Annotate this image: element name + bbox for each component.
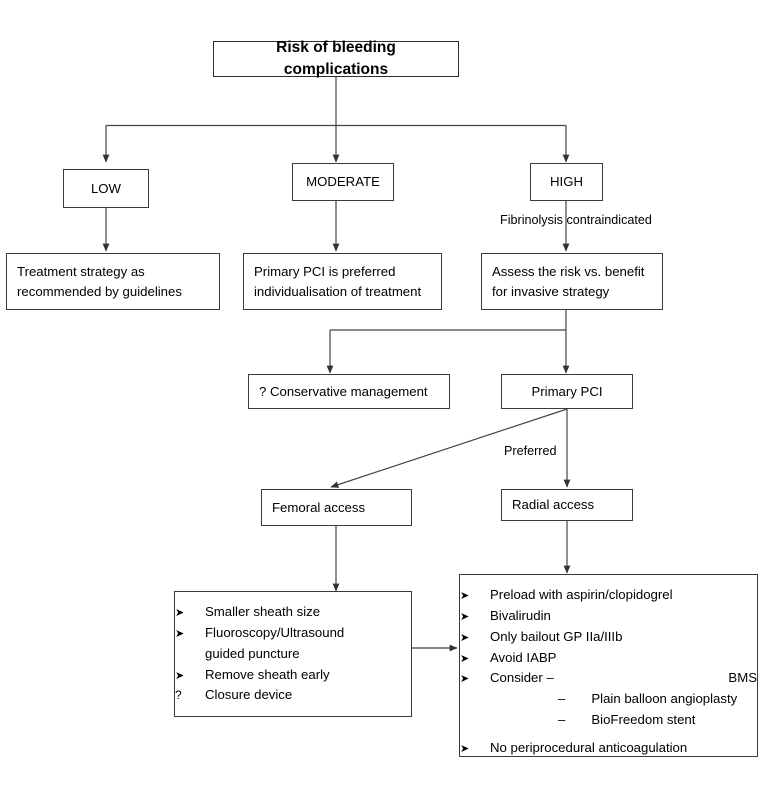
list-item-label: Avoid IABP bbox=[490, 649, 557, 665]
list-item: ➤ Remove sheath early bbox=[175, 665, 411, 686]
arrow-bullet-icon: ➤ bbox=[460, 609, 470, 623]
question-bullet-icon: ? bbox=[175, 688, 182, 703]
node-femoral-access-measures: ➤ Smaller sheath size ➤ Fluoroscopy/Ultr… bbox=[174, 591, 412, 717]
radial-measures-list: ➤ Preload with aspirin/clopidogrel ➤ Biv… bbox=[460, 585, 757, 759]
arrow-bullet-icon: ➤ bbox=[460, 630, 470, 644]
node-primary-pci-preferred: Primary PCI is preferred individualisati… bbox=[243, 253, 442, 310]
list-item: ? Closure device bbox=[175, 685, 411, 706]
list-item-label: Remove sheath early bbox=[205, 666, 330, 682]
node-label: Assess the risk vs. benefit for invasive… bbox=[492, 264, 645, 299]
node-assess-risk-benefit: Assess the risk vs. benefit for invasive… bbox=[481, 253, 663, 310]
list-item-label: No periprocedural anticoagulation bbox=[490, 740, 688, 756]
node-risk-moderate: MODERATE bbox=[292, 163, 394, 201]
list-subitem-label: Plain balloon angioplasty bbox=[591, 691, 738, 707]
list-item-label: Fluoroscopy/Ultrasound bbox=[205, 624, 345, 640]
edge-label-preferred: Preferred bbox=[504, 444, 557, 458]
list-subitem: – Plain balloon angioplasty bbox=[460, 689, 757, 710]
node-label: Treatment strategy as recommended by gui… bbox=[17, 264, 182, 299]
list-item: ➤ Fluoroscopy/Ultrasound bbox=[175, 623, 411, 644]
list-item-sublabel: BMS bbox=[728, 670, 757, 686]
list-item: ➤ Consider – BMS bbox=[460, 668, 757, 689]
list-subitem: – BioFreedom stent bbox=[460, 710, 757, 731]
node-label: HIGH bbox=[550, 174, 583, 190]
list-item-label: Only bailout GP IIa/IIIb bbox=[490, 628, 623, 644]
node-label: Primary PCI bbox=[531, 383, 603, 399]
dash-icon: – bbox=[558, 712, 566, 728]
node-label: LOW bbox=[90, 180, 122, 196]
list-item: ➤ No periprocedural anticoagulation bbox=[460, 738, 757, 759]
list-item-label: Consider – bbox=[490, 670, 554, 686]
dash-icon: – bbox=[558, 691, 566, 707]
node-primary-pci: Primary PCI bbox=[501, 374, 633, 409]
list-item: ➤ Only bailout GP IIa/IIIb bbox=[460, 627, 757, 648]
node-label: MODERATE bbox=[306, 174, 380, 190]
node-label: Femoral access bbox=[272, 499, 366, 515]
node-treatment-strategy-guidelines: Treatment strategy as recommended by gui… bbox=[6, 253, 220, 310]
arrow-bullet-icon: ➤ bbox=[175, 606, 185, 619]
arrow-bullet-icon: ➤ bbox=[175, 626, 185, 640]
node-label: ? Conservative management bbox=[259, 383, 428, 399]
node-radial-access-measures: ➤ Preload with aspirin/clopidogrel ➤ Biv… bbox=[459, 574, 758, 757]
arrow-bullet-icon: ➤ bbox=[460, 672, 470, 686]
list-item-label: Closure device bbox=[205, 687, 293, 703]
node-label: Risk of bleeding complications bbox=[276, 38, 396, 78]
list-item: ➤ Bivalirudin bbox=[460, 606, 757, 627]
node-label: Radial access bbox=[512, 497, 595, 513]
edge-label-fibrinolysis-contraindicated: Fibrinolysis contraindicated bbox=[500, 213, 652, 227]
node-radial-access: Radial access bbox=[501, 489, 633, 521]
list-item: ➤ Smaller sheath size bbox=[175, 602, 411, 623]
list-item-label: Smaller sheath size bbox=[205, 604, 321, 619]
list-subitem-label: BioFreedom stent bbox=[591, 712, 696, 728]
node-femoral-access: Femoral access bbox=[261, 489, 412, 526]
list-item-label: Preload with aspirin/clopidogrel bbox=[490, 587, 673, 602]
femoral-measures-list: ➤ Smaller sheath size ➤ Fluoroscopy/Ultr… bbox=[175, 602, 411, 706]
list-item-label: Bivalirudin bbox=[490, 607, 551, 623]
list-item-label: guided puncture bbox=[205, 645, 300, 661]
arrow-bullet-icon: ➤ bbox=[460, 589, 470, 602]
arrow-bullet-icon: ➤ bbox=[460, 742, 470, 756]
list-item: ➤ Preload with aspirin/clopidogrel bbox=[460, 585, 757, 606]
node-label: Primary PCI is preferred individualisati… bbox=[254, 264, 422, 299]
list-item: ➤ Avoid IABP bbox=[460, 648, 757, 669]
arrow-bullet-icon: ➤ bbox=[175, 668, 185, 682]
arrow-bullet-icon: ➤ bbox=[460, 651, 470, 665]
node-risk-of-bleeding-complications: Risk of bleeding complications bbox=[213, 39, 459, 78]
node-risk-low: LOW bbox=[63, 169, 149, 208]
node-risk-high: HIGH bbox=[530, 163, 603, 201]
node-conservative-management: ? Conservative management bbox=[248, 374, 450, 409]
list-item-continuation: guided puncture bbox=[175, 644, 411, 665]
